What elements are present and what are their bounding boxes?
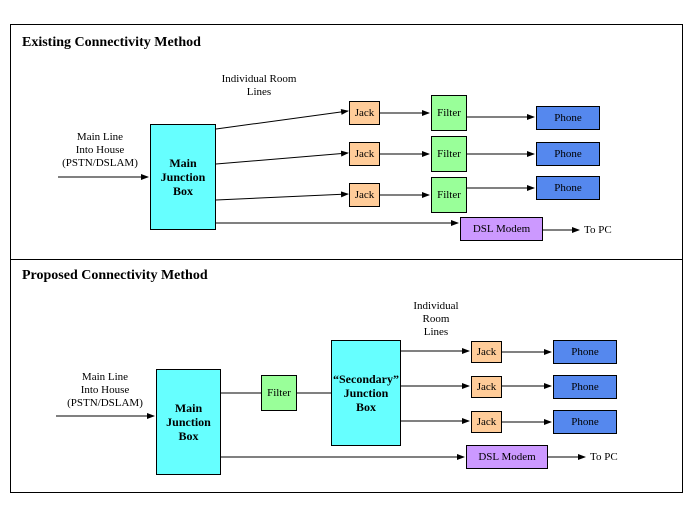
room-line-2 (215, 150, 349, 165)
phone-box: Phone (536, 106, 600, 130)
filter-box: Filter (261, 375, 297, 411)
jack-box: Jack (471, 411, 502, 433)
dsl-modem-box: DSL Modem (466, 445, 548, 469)
filter-box: Filter (431, 177, 467, 213)
jack-box: Jack (349, 142, 380, 166)
jack-box: Jack (349, 101, 380, 125)
main-junction-box: Main Junction Box (150, 124, 216, 230)
phone-box: Phone (553, 410, 617, 434)
secondary-junction-box: “Secondary” Junction Box (331, 340, 401, 446)
jack-box: Jack (471, 376, 502, 398)
phone-box: Phone (553, 340, 617, 364)
to-pc-label: To PC (590, 451, 618, 463)
existing-title: Existing Connectivity Method (22, 35, 201, 50)
phone-box: Phone (553, 375, 617, 399)
main-line-label: Main Line Into House (PSTN/DSLAM) (67, 371, 143, 409)
filter-box: Filter (431, 95, 467, 131)
main-junction-box: Main Junction Box (156, 369, 221, 475)
dsl-modem-box: DSL Modem (460, 217, 543, 241)
jack-box: Jack (349, 183, 380, 207)
room-line-3 (215, 191, 349, 201)
main-line-label: Main Line Into House (PSTN/DSLAM) (62, 131, 138, 169)
proposed-title: Proposed Connectivity Method (22, 268, 208, 283)
room-lines-label: Individual Room Lines (413, 300, 459, 338)
phone-box: Phone (536, 142, 600, 166)
to-pc-label: To PC (584, 224, 612, 236)
jack-box: Jack (471, 341, 502, 363)
room-lines-label: Individual Room Lines (221, 73, 297, 98)
phone-box: Phone (536, 176, 600, 200)
room-line-1 (215, 108, 349, 130)
filter-box: Filter (431, 136, 467, 172)
